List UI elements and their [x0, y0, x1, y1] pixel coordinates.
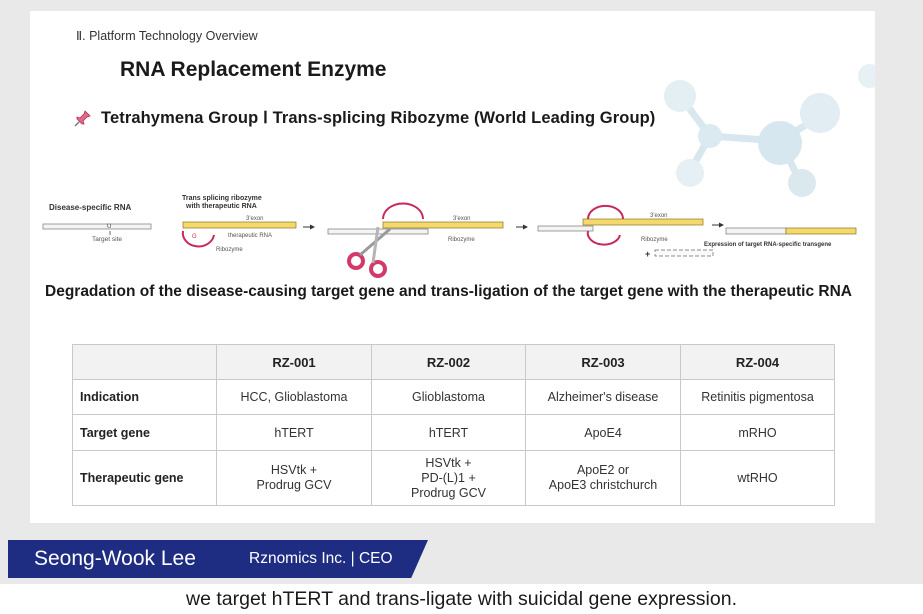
product-strand-left — [725, 227, 787, 235]
slide-subtitle: Tetrahymena Group Ⅰ Trans-splicing Riboz… — [101, 109, 656, 127]
therapeutic-rna-label: therapeutic RNA — [228, 233, 272, 239]
table-header-rz004: RZ-004 — [680, 344, 835, 380]
speaker-affiliation: Rznomics Inc. | CEO — [249, 550, 393, 567]
exon-label-2: 3'exon — [453, 216, 471, 222]
presentation-slide: Ⅱ. Platform Technology Overview RNA Repl… — [30, 11, 875, 523]
speaker-name: Seong-Wook Lee — [34, 547, 196, 570]
disease-rna-strand — [42, 223, 152, 230]
table-cell: HSVtk + PD-(L)1 + Prodrug GCV — [371, 450, 526, 506]
molecule-decoration — [664, 64, 875, 197]
exon-label-1: 3'exon — [246, 216, 264, 222]
table-cell: ApoE2 or ApoE3 christchurch — [525, 450, 681, 506]
closed-caption-strip — [0, 584, 923, 614]
row-label-target-gene: Target gene — [72, 414, 217, 451]
table-header-row: RZ-001 RZ-002 RZ-003 RZ-004 — [72, 344, 835, 380]
lower-third-bar — [8, 540, 428, 578]
table-cell: wtRHO — [680, 450, 835, 506]
closed-caption: we target hTERT and trans-ligate with su… — [186, 588, 737, 610]
row-label-indication: Indication — [72, 379, 217, 415]
u-marker: U — [107, 224, 111, 230]
speaker-lower-third: Seong-Wook Lee Rznomics Inc. | CEO — [8, 540, 428, 578]
ribozyme-label-2: Ribozyme — [448, 237, 475, 243]
slide-title: RNA Replacement Enzyme — [120, 58, 387, 81]
trans-splicing-diagram: Disease-specific RNA U Target site Trans… — [42, 195, 857, 278]
table-header-rz002: RZ-002 — [371, 344, 526, 380]
expression-label: Expression of target RNA-specific transg… — [704, 242, 832, 248]
table-cell: ApoE4 — [525, 414, 681, 451]
table-cell: Alzheimer's disease — [525, 379, 681, 415]
ribozyme-loop-2 — [382, 202, 424, 220]
g-marker-1: G — [192, 234, 197, 240]
ribozyme-header: Trans splicing ribozyme — [182, 195, 262, 202]
table-header-rz003: RZ-003 — [525, 344, 681, 380]
pipeline-table: RZ-001 RZ-002 RZ-003 RZ-004 Indication H… — [72, 344, 835, 506]
table-cell: Retinitis pigmentosa — [680, 379, 835, 415]
plus-label: + — [645, 249, 650, 259]
scissors-icon — [347, 226, 391, 278]
ribozyme-loop-3 — [586, 204, 624, 246]
table-cell: hTERT — [216, 414, 372, 451]
table-cell: hTERT — [371, 414, 526, 451]
row-label-therapeutic-gene: Therapeutic gene — [72, 450, 217, 506]
cleaved-fragments — [654, 249, 714, 257]
ribozyme-label-1: Ribozyme — [216, 247, 243, 253]
disease-rna-label: Disease-specific RNA — [49, 203, 131, 212]
table-row: Indication HCC, Glioblastoma Glioblastom… — [72, 379, 835, 415]
subtitle-row: Tetrahymena Group Ⅰ Trans-splicing Riboz… — [74, 108, 655, 128]
ribozyme-header-2: with therapeutic RNA — [185, 203, 257, 210]
diagram-caption: Degradation of the disease-causing targe… — [45, 283, 852, 300]
table-cell: Glioblastoma — [371, 379, 526, 415]
therapeutic-rna-strand-2 — [382, 221, 504, 229]
ribozyme-label-3: Ribozyme — [641, 237, 668, 243]
ribozyme-loop-1 — [181, 230, 215, 248]
table-cell: mRHO — [680, 414, 835, 451]
table-row: Target gene hTERT hTERT ApoE4 mRHO — [72, 414, 835, 451]
section-label: Ⅱ. Platform Technology Overview — [76, 29, 258, 43]
table-cell: HSVtk + Prodrug GCV — [216, 450, 372, 506]
table-header-corner — [72, 344, 217, 380]
therapeutic-rna-strand-3 — [582, 218, 704, 226]
exon-label-3: 3'exon — [650, 213, 668, 219]
table-row: Therapeutic gene HSVtk + Prodrug GCV HSV… — [72, 450, 835, 506]
table-header-rz001: RZ-001 — [216, 344, 372, 380]
pushpin-icon — [74, 110, 91, 127]
target-site-label: Target site — [92, 236, 122, 243]
disease-rna-strand-3 — [537, 225, 594, 232]
therapeutic-rna-strand-1 — [182, 221, 297, 229]
product-strand-right — [785, 227, 857, 235]
table-cell: HCC, Glioblastoma — [216, 379, 372, 415]
